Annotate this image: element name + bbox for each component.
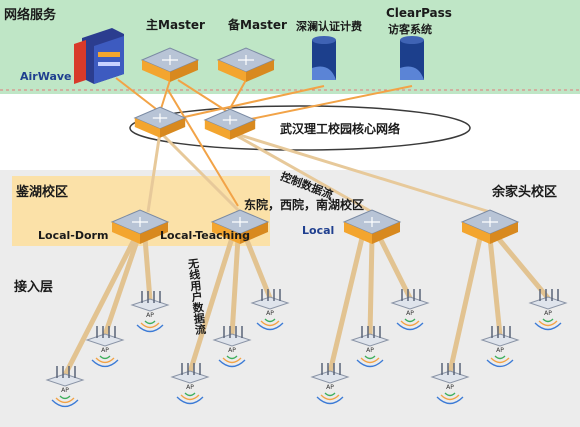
link-core1-dorm: [146, 131, 162, 213]
shenlan-database-icon: [312, 36, 336, 80]
core-network-label: 武汉理工校园核心网络: [280, 122, 401, 136]
wireless-flow-link: [167, 89, 239, 207]
ap-label: AP: [406, 310, 414, 317]
zone-yujiatou-label: 余家头校区: [492, 185, 558, 200]
zone-jianhu-label: 鉴湖校区: [16, 185, 69, 200]
core-links: [146, 130, 491, 214]
access-point-icon: AP: [212, 326, 252, 368]
access-point-icon: AP: [430, 363, 470, 405]
switch-group: [110, 47, 520, 244]
core-switch-1: [133, 106, 187, 138]
link-main-core1: [159, 79, 171, 113]
ap-label: AP: [544, 310, 552, 317]
ap-label: AP: [366, 347, 374, 354]
ap-label: AP: [186, 384, 194, 391]
ap-label: AP: [326, 384, 334, 391]
core-switch-2: [203, 108, 257, 140]
local-teaching-switch: [210, 209, 270, 244]
access-point-icon: AP: [130, 291, 170, 333]
access-point-group: AP AP AP AP AP AP AP AP AP AP AP AP: [45, 289, 568, 408]
access-point-icon: AP: [350, 326, 390, 368]
access-band: [0, 262, 580, 427]
east-west-south-label: 东院，西院，南湖校区: [244, 198, 365, 212]
ap-label: AP: [146, 312, 154, 319]
zone-services-label: 网络服务: [4, 8, 57, 23]
ap-label: AP: [266, 310, 274, 317]
airwave-label: AirWave: [20, 70, 72, 83]
access-point-icon: AP: [528, 289, 568, 331]
local-label: Local: [302, 224, 335, 237]
access-point-icon: AP: [480, 326, 520, 368]
shenlan-label: 深澜认证计费: [296, 20, 362, 33]
local-dorm-label: Local-Dorm: [38, 229, 109, 242]
service-links: [115, 77, 413, 121]
local-teaching-label: Local-Teaching: [160, 229, 250, 242]
link-core1-teaching: [158, 130, 242, 214]
ap-label: AP: [61, 387, 69, 394]
backup-master-label: 备Master: [228, 18, 287, 32]
link-core2-yujiatou: [229, 130, 491, 214]
ap-label: AP: [496, 347, 504, 354]
core-ellipse: [129, 105, 471, 151]
access-point-icon: AP: [85, 326, 125, 368]
access-point-icon: AP: [310, 363, 350, 405]
link-main-core2: [177, 79, 229, 113]
local-yujiatou-switch: [460, 209, 520, 244]
access-point-icon: AP: [250, 289, 290, 331]
airwave-server-icon: [74, 28, 124, 84]
link-clearpass-core2: [245, 85, 413, 121]
zone-access-label: 接入层: [14, 280, 54, 295]
access-point-icon: AP: [45, 366, 85, 408]
local-east-switch: [342, 209, 402, 244]
access-point-icon: AP: [170, 363, 210, 405]
clearpass-label-line1: ClearPass: [386, 6, 452, 20]
ap-label: AP: [101, 347, 109, 354]
master-backup-switch: [216, 47, 276, 82]
link-airwave-core1: [115, 77, 161, 113]
local-dorm-switch: [110, 209, 170, 244]
access-point-icon: AP: [390, 289, 430, 331]
ap-label: AP: [228, 347, 236, 354]
link-core2-local: [229, 130, 373, 214]
ap-label: AP: [446, 384, 454, 391]
link-shenlan-core1: [179, 85, 325, 119]
master-main-switch: [140, 47, 200, 82]
clearpass-database-icon: [400, 36, 424, 80]
main-master-label: 主Master: [146, 18, 205, 32]
clearpass-label-line2: 访客系统: [388, 23, 432, 36]
access-links: [62, 235, 551, 378]
